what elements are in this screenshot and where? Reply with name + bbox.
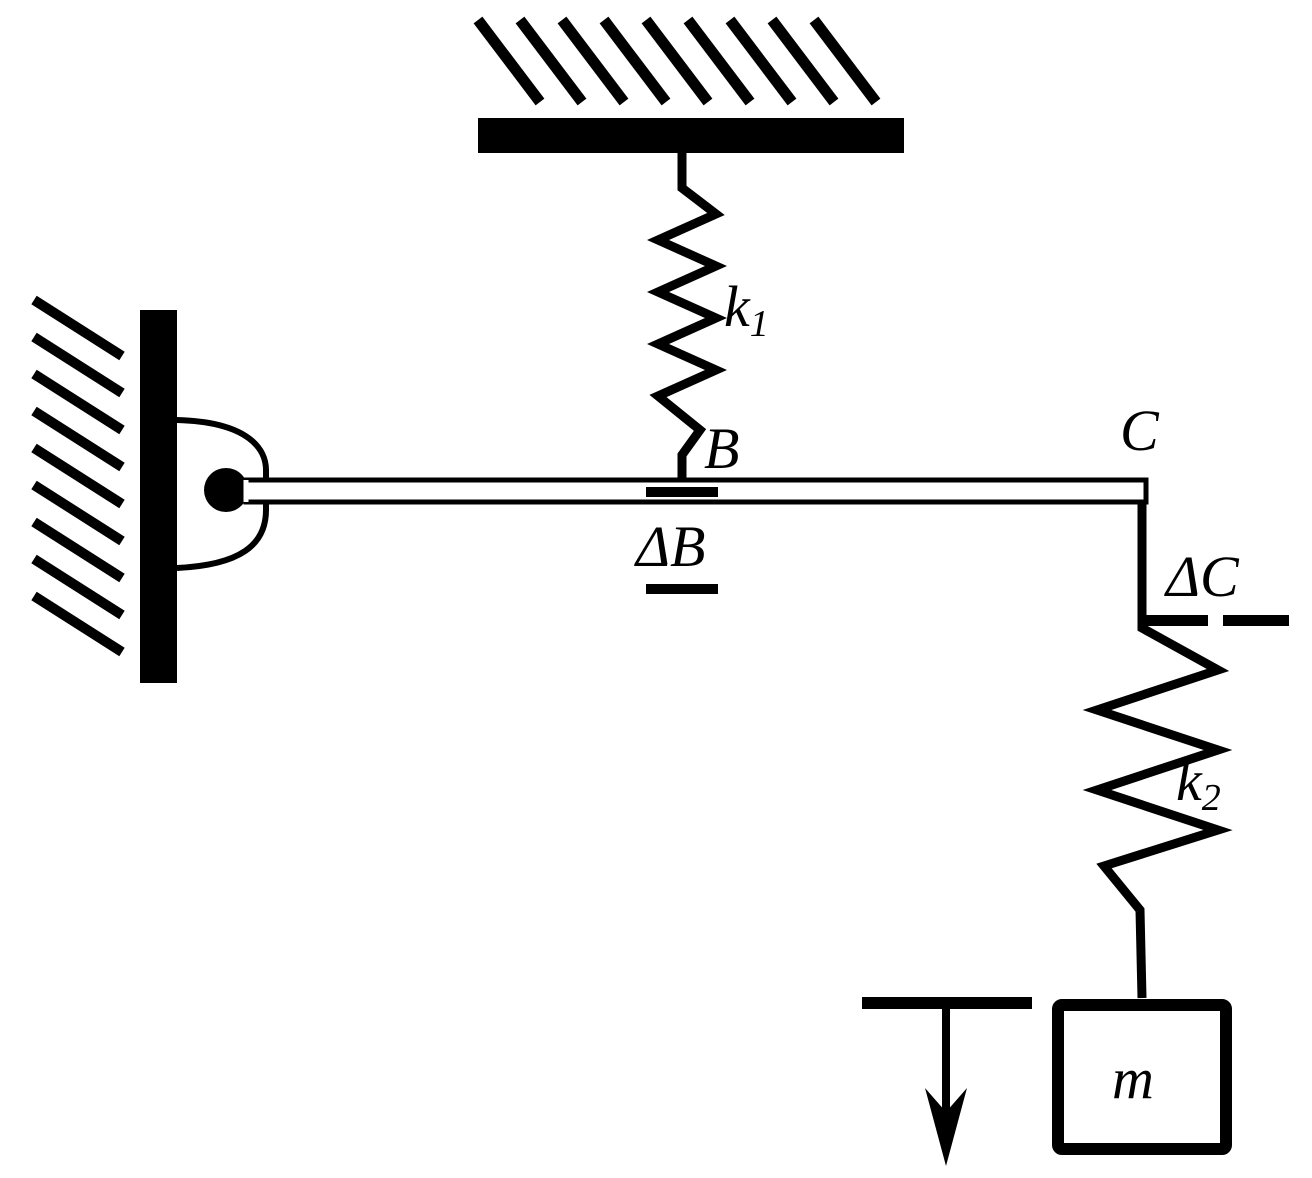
label-k2-subscript: 2 — [1202, 777, 1221, 819]
label-mass: m — [1112, 1046, 1154, 1111]
gravity-reference-line — [862, 997, 1032, 1009]
mass-block — [1052, 999, 1232, 1155]
pivot-pin — [204, 468, 248, 512]
gravity-arrow-head — [925, 1088, 967, 1166]
label-k2-letter: k — [1176, 748, 1203, 813]
spring-k2 — [1082, 503, 1233, 999]
top-ceiling-support — [473, 16, 904, 153]
delta-b-bottom-mark — [646, 584, 718, 594]
label-k2: k2 — [1176, 748, 1221, 819]
left-wall-support — [31, 295, 177, 683]
label-point-c: C — [1120, 398, 1160, 463]
gravity-arrow — [862, 997, 1032, 1166]
label-delta-c: ΔC — [1164, 544, 1240, 609]
label-k1-subscript: 1 — [750, 303, 769, 345]
label-k1: k1 — [724, 274, 769, 345]
top-ceiling-bar — [478, 118, 904, 153]
label-point-b: B — [704, 416, 739, 481]
top-ceiling-hatching — [473, 16, 881, 106]
delta-b-top-mark — [646, 487, 718, 497]
delta-c-right-mark — [1223, 615, 1289, 626]
delta-c-left-mark — [1142, 615, 1208, 626]
label-k1-letter: k — [724, 274, 751, 339]
spring-k1 — [646, 153, 728, 480]
left-wall-bar — [140, 310, 177, 683]
left-wall-hatching — [31, 295, 125, 657]
label-delta-b: ΔB — [634, 514, 705, 579]
